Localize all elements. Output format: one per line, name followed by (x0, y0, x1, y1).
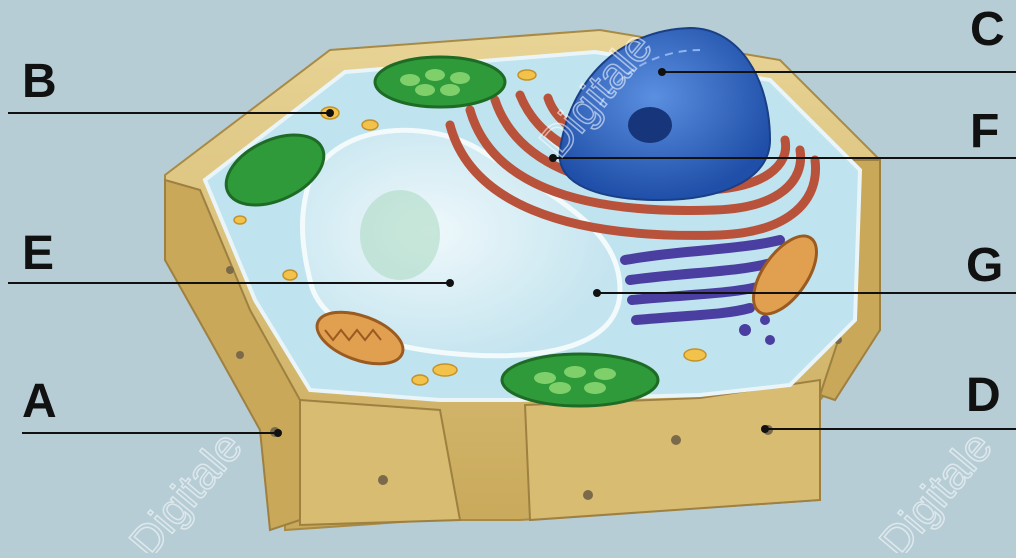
label-C: C (970, 6, 1005, 54)
svg-text:Digitale: Digitale (870, 423, 1002, 553)
label-A: A (22, 378, 57, 426)
nucleolus (628, 107, 672, 143)
chloroplast-bottom (502, 354, 658, 406)
chloroplast-top (375, 57, 505, 107)
svg-text:Digitale: Digitale (120, 423, 252, 553)
label-B: B (22, 58, 57, 106)
label-E: E (22, 230, 54, 278)
label-G: G (966, 242, 1003, 290)
label-D: D (966, 372, 1001, 420)
label-F: F (970, 108, 999, 156)
